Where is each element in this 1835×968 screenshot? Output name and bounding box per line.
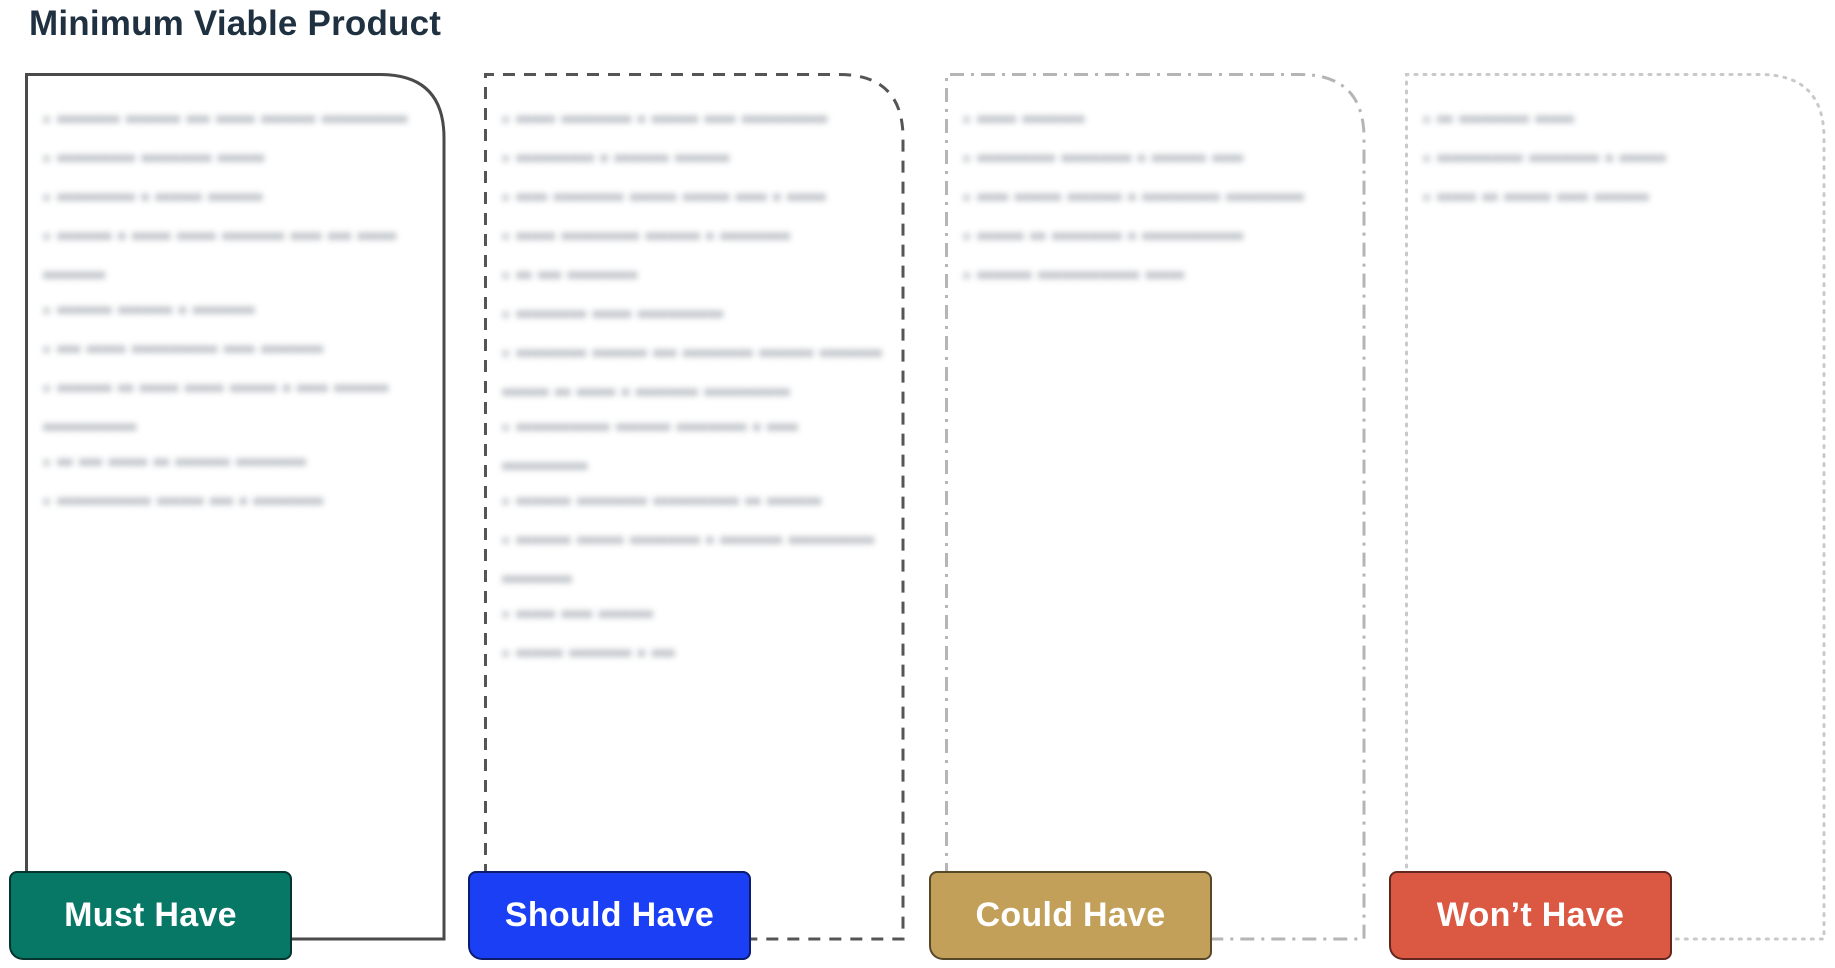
column-wont-have: ▪▪ ▪▪▪▪▪▪▪▪▪ ▪▪▪▪▪ ▪▪▪▪▪▪▪▪▪▪▪ ▪▪▪▪▪▪▪▪▪… bbox=[1389, 73, 1826, 960]
redacted-items: ▪▪▪▪▪ ▪▪▪▪▪▪▪▪ ▪▪▪▪▪▪▪▪▪▪ ▪▪▪▪▪▪▪▪▪ ▪ ▪▪… bbox=[953, 101, 1348, 296]
should-have-button[interactable]: Should Have bbox=[468, 871, 751, 960]
column-outline bbox=[25, 73, 446, 941]
could-have-button[interactable]: Could Have bbox=[929, 871, 1212, 960]
column-must-have: ▪▪▪▪▪▪▪▪ ▪▪▪▪▪▪▪ ▪▪▪ ▪▪▪▪▪ ▪▪▪▪▪▪▪ ▪▪▪▪▪… bbox=[9, 73, 446, 960]
column-could-have: ▪▪▪▪▪ ▪▪▪▪▪▪▪▪ ▪▪▪▪▪▪▪▪▪▪ ▪▪▪▪▪▪▪▪▪ ▪ ▪▪… bbox=[929, 73, 1366, 960]
column-should-have: ▪▪▪▪▪ ▪▪▪▪▪▪▪▪▪ ▪ ▪▪▪▪▪▪ ▪▪▪▪ ▪▪▪▪▪▪▪▪▪▪… bbox=[468, 73, 905, 960]
column-outline bbox=[484, 73, 905, 941]
must-have-button[interactable]: Must Have bbox=[9, 871, 292, 960]
redacted-items: ▪▪▪▪▪▪▪▪ ▪▪▪▪▪▪▪ ▪▪▪ ▪▪▪▪▪ ▪▪▪▪▪▪▪ ▪▪▪▪▪… bbox=[33, 101, 428, 522]
redacted-items: ▪▪▪▪▪ ▪▪▪▪▪▪▪▪▪ ▪ ▪▪▪▪▪▪ ▪▪▪▪ ▪▪▪▪▪▪▪▪▪▪… bbox=[492, 101, 887, 674]
wont-have-button[interactable]: Won’t Have bbox=[1389, 871, 1672, 960]
column-outline bbox=[1405, 73, 1826, 941]
redacted-items: ▪▪ ▪▪▪▪▪▪▪▪▪ ▪▪▪▪▪ ▪▪▪▪▪▪▪▪▪▪▪ ▪▪▪▪▪▪▪▪▪… bbox=[1413, 101, 1808, 218]
column-outline bbox=[945, 73, 1366, 941]
page-title: Minimum Viable Product bbox=[29, 4, 442, 43]
